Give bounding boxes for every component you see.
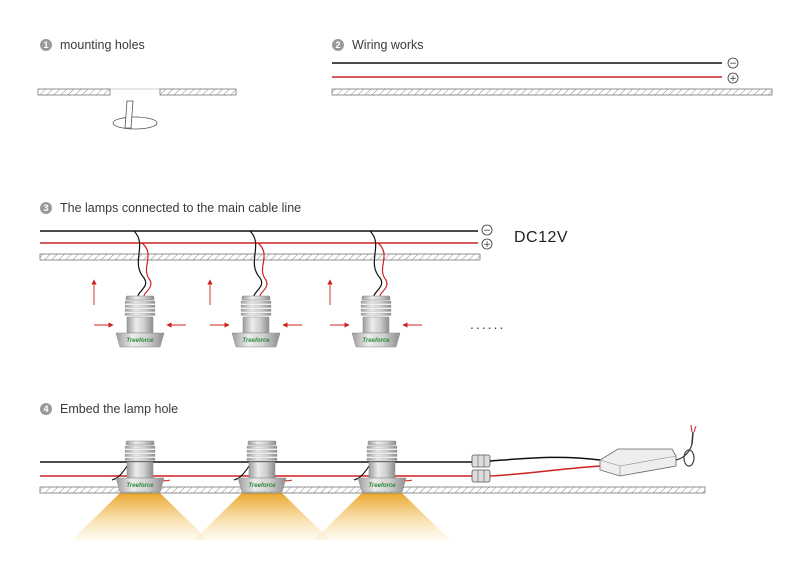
lamp-brand-label: Treeforce [362, 338, 390, 344]
step1-ceiling [37, 88, 237, 96]
continuation-dots: ...... [470, 316, 506, 332]
step-1-text: mounting holes [60, 38, 145, 52]
lamp-brand-label: Treeforce [126, 338, 154, 344]
step-4-label: 4 Embed the lamp hole [40, 402, 178, 416]
connector-icon [471, 454, 491, 468]
step3-wires [40, 230, 478, 244]
mains-cable-icon [675, 424, 697, 467]
step-1-label: 1 mounting holes [40, 38, 145, 52]
step-2-label: 2 Wiring works [332, 38, 424, 52]
svg-text:+: + [483, 240, 491, 250]
light-beam [314, 493, 450, 540]
lamp-icon: Treeforce [351, 295, 401, 348]
lamp-icon: Treeforce [231, 295, 281, 348]
connector-icon [471, 469, 491, 483]
light-beam [194, 493, 330, 540]
step-3-number: 3 [40, 202, 52, 214]
lamp-icon: Treeforce [115, 440, 165, 493]
step-1-number: 1 [40, 39, 52, 51]
step-3-label: 3 The lamps connected to the main cable … [40, 201, 301, 215]
step2-polarity-negative-icon: − [727, 57, 739, 69]
step3-lamps: Treeforce Treeforce Treeforce [91, 230, 422, 348]
lamp-brand-label: Treeforce [242, 338, 270, 344]
step3-polarity-negative-icon: − [481, 224, 493, 236]
step-3-text: The lamps connected to the main cable li… [60, 201, 302, 215]
step-2-text: Wiring works [352, 38, 424, 52]
lamp-brand-label: Treeforce [248, 483, 276, 489]
step3-ceiling [39, 253, 481, 261]
lamp-brand-label: Treeforce [368, 483, 396, 489]
step2-polarity-positive-icon: + [727, 72, 739, 84]
voltage-label: DC12V [514, 229, 569, 246]
step2-ceiling [331, 88, 773, 96]
step-4-text: Embed the lamp hole [60, 402, 179, 416]
led-driver-icon [599, 448, 677, 477]
step4-beams [72, 493, 450, 540]
lamp-icon: Treeforce [237, 440, 287, 493]
svg-text:−: − [483, 226, 491, 236]
lamp-icon: Treeforce [357, 440, 407, 493]
hole-saw-icon [112, 100, 158, 130]
step-4-number: 4 [40, 403, 52, 415]
svg-text:−: − [729, 59, 737, 69]
lamp-brand-label: Treeforce [126, 483, 154, 489]
step-2-number: 2 [332, 39, 344, 51]
step4-lamps: Treeforce Treeforce Treeforce [111, 440, 413, 493]
step3-polarity-positive-icon: + [481, 238, 493, 250]
lamp-icon: Treeforce [115, 295, 165, 348]
step2-wires [332, 62, 722, 78]
light-beam [72, 493, 208, 540]
svg-text:+: + [729, 74, 737, 84]
